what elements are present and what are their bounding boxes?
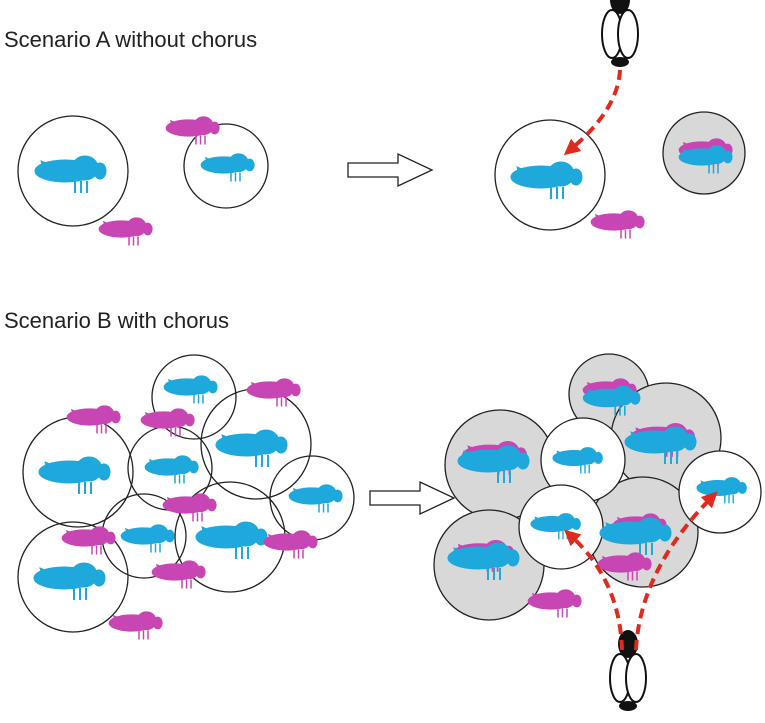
transition-arrow-icon bbox=[369, 480, 456, 516]
satellite-male bbox=[98, 217, 153, 247]
caller-male bbox=[144, 455, 199, 485]
caller-male bbox=[288, 484, 343, 514]
bat-icon bbox=[601, 0, 639, 68]
caller-male bbox=[38, 456, 111, 495]
predator-path bbox=[634, 491, 718, 651]
predator-path bbox=[564, 529, 624, 651]
hearing-range-a2 bbox=[183, 123, 269, 209]
scenario-b-title: Scenario B with chorus bbox=[4, 308, 229, 333]
hearing-range bbox=[151, 354, 237, 440]
satellite-male bbox=[61, 526, 116, 556]
predator-path bbox=[563, 69, 622, 156]
caller-male bbox=[215, 429, 288, 468]
caller-male bbox=[120, 524, 175, 554]
caller-male bbox=[163, 375, 218, 405]
scenario-a-title: Scenario A without chorus bbox=[4, 27, 258, 52]
satellite-male bbox=[263, 530, 318, 560]
satellite-male bbox=[151, 560, 206, 590]
satellite-male bbox=[590, 210, 645, 240]
caller-male bbox=[33, 562, 106, 601]
caller-male bbox=[200, 153, 255, 183]
caller-male bbox=[34, 155, 107, 194]
hearing-range-a1 bbox=[17, 115, 129, 227]
satellite-male bbox=[162, 493, 217, 523]
caller-male bbox=[195, 521, 268, 560]
hearing-range-a3 bbox=[494, 119, 606, 231]
satellite-male bbox=[108, 611, 163, 641]
transition-arrow-icon bbox=[347, 152, 434, 188]
hearing-range bbox=[17, 521, 129, 633]
bat-icon bbox=[609, 629, 647, 712]
caller-male bbox=[510, 161, 583, 200]
